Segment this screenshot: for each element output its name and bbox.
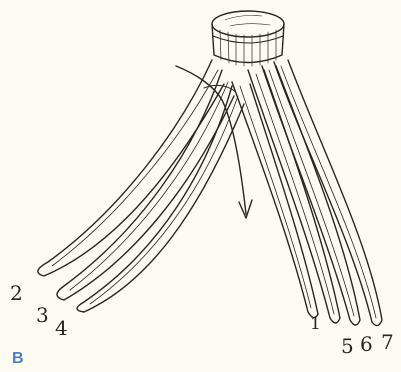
strand-label-4: 4 bbox=[55, 318, 68, 338]
strand-label-3: 3 bbox=[36, 305, 49, 325]
strand-label-7: 7 bbox=[381, 332, 394, 352]
panel-letter: B bbox=[12, 350, 24, 368]
right-strands bbox=[232, 60, 382, 326]
strand-label-2: 2 bbox=[10, 283, 23, 303]
cylinder-knob bbox=[212, 11, 284, 66]
strand-label-6: 6 bbox=[360, 334, 373, 354]
strand-label-5: 5 bbox=[341, 336, 354, 356]
left-strands bbox=[38, 60, 244, 312]
strand-label-1: 1 bbox=[310, 316, 321, 333]
